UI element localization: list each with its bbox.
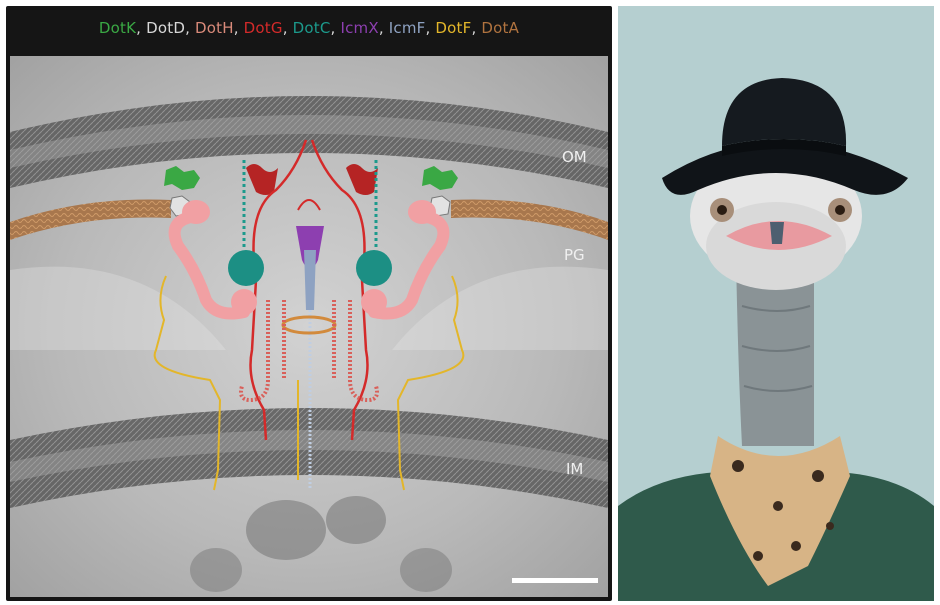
scarf-spot [812, 470, 824, 482]
pg-label: PG [564, 246, 585, 264]
legend-doth: DotH [195, 19, 234, 37]
secretion-system-panel: DotK, DotD, DotH, DotG, DotC, IcmX, IcmF… [6, 6, 612, 601]
ostrich-photo [618, 6, 934, 601]
legend-dota: DotA [481, 19, 519, 37]
icmf-column [304, 250, 316, 310]
legend-dotf: DotF [435, 19, 471, 37]
left-pupil [717, 205, 727, 215]
legend-icmf: IcmF [389, 19, 426, 37]
ostrich-illustration [618, 6, 934, 601]
legend-dotg: DotG [244, 19, 283, 37]
scarf-spot [773, 501, 783, 511]
pink-knob-left [231, 289, 257, 315]
pink-knob-right [361, 289, 387, 315]
scarf-spot [826, 522, 834, 530]
dotc-ball-right [356, 250, 392, 286]
dotc-ball-left [228, 250, 264, 286]
right-pupil [835, 205, 845, 215]
protein-legend: DotK, DotD, DotH, DotG, DotC, IcmX, IcmF… [6, 6, 612, 50]
scarf-spot [791, 541, 801, 551]
dark-blob [190, 548, 242, 592]
om-label: OM [562, 148, 587, 166]
hat-crown [722, 78, 846, 146]
tomogram-diagram [6, 50, 612, 601]
pink-bulb-left [182, 200, 210, 224]
dark-blob [246, 500, 326, 560]
legend-icmx: IcmX [340, 19, 378, 37]
im-label: IM [566, 460, 583, 478]
scale-bar [512, 578, 598, 583]
legend-dotd: DotD [146, 19, 185, 37]
scarf-spot [753, 551, 763, 561]
legend-dotc: DotC [293, 19, 331, 37]
scarf-spot [732, 460, 744, 472]
beak-tip [770, 222, 784, 244]
dark-blob [326, 496, 386, 544]
pink-bulb-right [408, 200, 436, 224]
dark-blob [400, 548, 452, 592]
legend-dotk: DotK [99, 19, 136, 37]
